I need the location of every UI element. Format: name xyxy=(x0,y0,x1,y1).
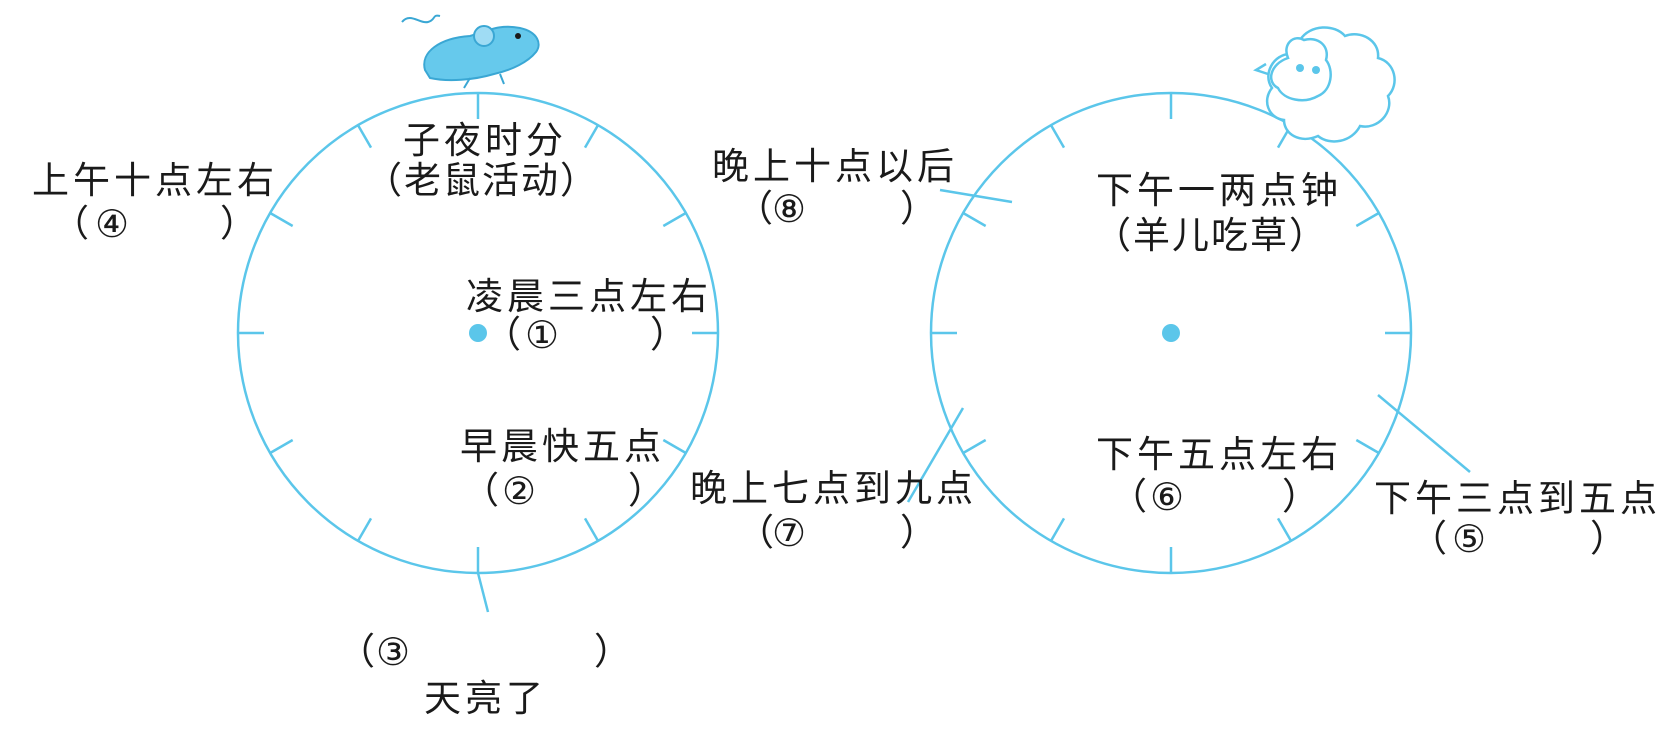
right-clock-tick-10 xyxy=(962,211,987,228)
label-3: 天亮了 xyxy=(424,677,547,720)
right-clock-tick-8 xyxy=(962,438,987,455)
label-5: 下午三点到五点 xyxy=(1374,477,1661,520)
left-clock-tick-2 xyxy=(662,211,687,228)
left-clock-tick-8 xyxy=(269,438,294,455)
paren-3-open: （ xyxy=(338,630,375,673)
left-label-top: 子夜时分 xyxy=(403,119,567,162)
paren-7-close: ） xyxy=(900,511,937,554)
right-clock-ticks xyxy=(931,93,1411,573)
right-label-top-activity: （羊儿吃草） xyxy=(1094,214,1328,257)
paren-3-close: ） xyxy=(594,630,631,673)
right-label-top: 下午一两点钟 xyxy=(1096,169,1342,212)
mouse-icon xyxy=(401,14,540,89)
paren-7-open: （ xyxy=(737,511,774,554)
paren-6-open: （ xyxy=(1110,475,1147,518)
left-clock-tick-1 xyxy=(583,124,600,149)
left-clock xyxy=(236,91,720,613)
left-clock-tick-5 xyxy=(583,517,600,542)
left-clock-ticks xyxy=(238,93,718,573)
marker-5: ⑤ xyxy=(1452,517,1487,561)
left-clock-tick-4 xyxy=(662,438,687,455)
label-4: 上午十点左右 xyxy=(32,159,278,202)
marker-1: ① xyxy=(525,313,560,357)
left-clock-dawn-pointer xyxy=(476,572,490,613)
paren-6-close: ） xyxy=(1282,475,1319,518)
right-clock-pointer-5 xyxy=(1377,394,1471,473)
paren-5-open: （ xyxy=(1410,517,1447,560)
right-clock-tick-5 xyxy=(1276,517,1293,542)
left-clock-tick-7 xyxy=(356,517,373,542)
paren-2-open: （ xyxy=(462,469,499,512)
right-clock-pointer-7 xyxy=(906,407,965,503)
paren-1-close: ） xyxy=(650,313,687,356)
label-2: 早晨快五点 xyxy=(460,425,665,468)
left-label-top-activity: （老鼠活动） xyxy=(365,159,599,202)
right-clock xyxy=(906,91,1471,575)
marker-8: ⑧ xyxy=(772,187,807,231)
right-clock-center-dot xyxy=(1162,324,1180,342)
paren-8-close: ） xyxy=(900,187,937,230)
paren-5-close: ） xyxy=(1590,517,1627,560)
paren-2-close: ） xyxy=(628,469,665,512)
right-clock-tick-4 xyxy=(1355,438,1380,455)
sheep-icon xyxy=(1253,26,1396,143)
right-clock-tick-2 xyxy=(1355,211,1380,228)
label-6: 下午五点左右 xyxy=(1096,433,1342,476)
right-clock-pointer-8 xyxy=(939,188,1013,204)
paren-8-open: （ xyxy=(736,187,773,230)
paren-1-open: （ xyxy=(484,313,521,356)
left-clock-tick-11 xyxy=(356,124,373,149)
marker-7: ⑦ xyxy=(772,511,807,555)
marker-6: ⑥ xyxy=(1150,475,1185,519)
left-clock-center-dot xyxy=(469,324,487,342)
label-1: 凌晨三点左右 xyxy=(466,275,712,318)
right-clock-tick-11 xyxy=(1049,124,1066,149)
paren-4-open: （ xyxy=(52,202,89,245)
marker-2: ② xyxy=(502,469,537,513)
marker-4: ④ xyxy=(95,202,130,246)
paren-4-close: ） xyxy=(220,202,257,245)
left-clock-tick-10 xyxy=(269,211,294,228)
label-8: 晚上十点以后 xyxy=(712,145,958,188)
label-7: 晚上七点到九点 xyxy=(690,467,977,510)
marker-3: ③ xyxy=(376,630,411,674)
right-clock-tick-7 xyxy=(1049,517,1066,542)
